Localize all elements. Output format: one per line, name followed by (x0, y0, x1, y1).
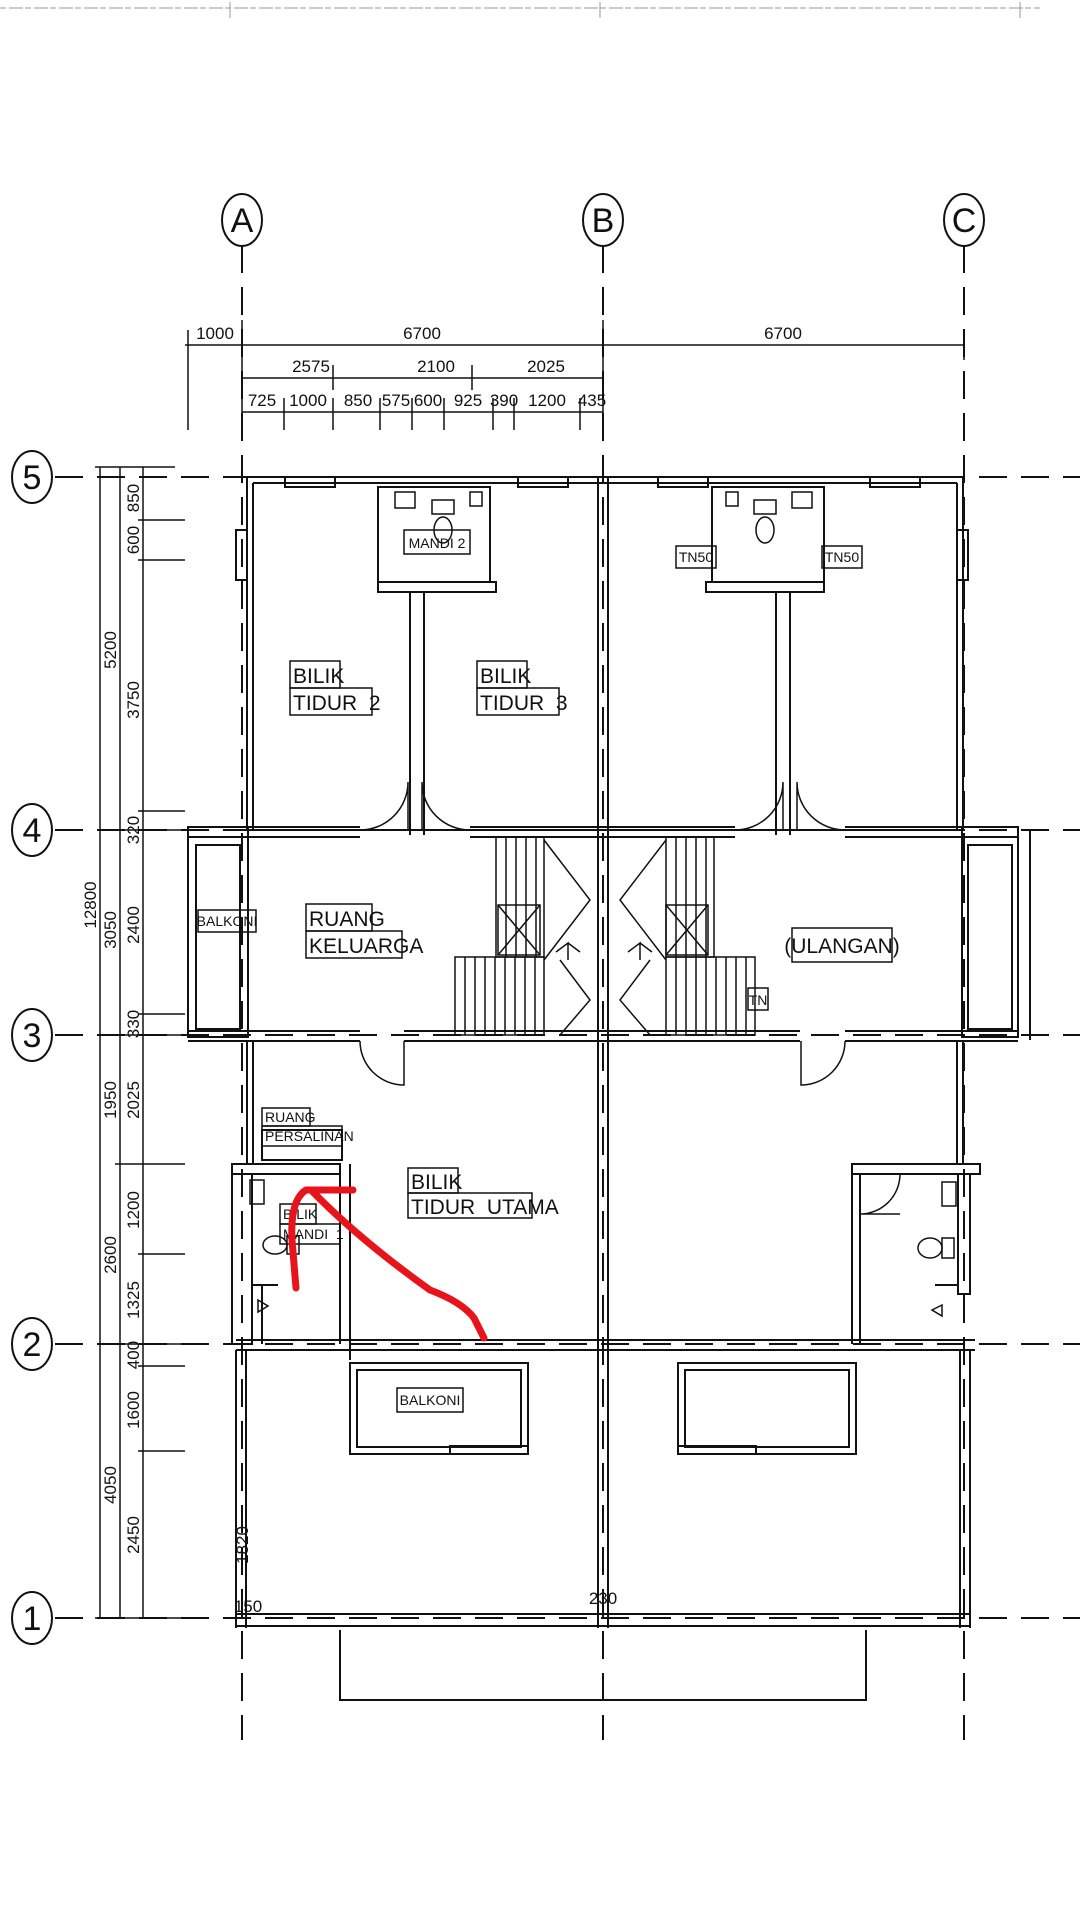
dim-top-600: 600 (414, 391, 442, 410)
dim-top-850: 850 (344, 391, 372, 410)
ruang-persalinan-label-line2: PERSALINAN (265, 1128, 354, 1144)
sink-icon-bath-right (941, 1181, 957, 1207)
toilet-icon-bath-right (917, 1237, 943, 1259)
dim-left-2025: 2025 (124, 1081, 143, 1119)
dim-top-1000b: 1000 (289, 391, 327, 410)
bilik-tidur-3-label-line2: TIDUR 3 (480, 692, 568, 715)
dim-top-925: 925 (454, 391, 482, 410)
dim-top-1000: 1000 (196, 324, 234, 343)
dimension-labels-top: 1000 6700 6700 2575 2100 2025 725 1000 8… (196, 324, 802, 410)
room-text: BILIK TIDUR 2 BILIK TIDUR 3 MANDI 2 TN50… (197, 535, 900, 1408)
scan-artifact-strip (0, 2, 1040, 18)
bilik-tidur-utama-label-line1: BILIK (411, 1171, 462, 1194)
grid-label-a: A (231, 202, 254, 240)
dim-top-435: 435 (578, 391, 606, 410)
dimension-labels-left: 12800 5200 3050 1950 2600 4050 850 600 3… (81, 484, 143, 1554)
bilik-tidur-3-label-line1: BILIK (480, 665, 531, 688)
toilet-icon-right (753, 499, 777, 515)
grid-labels: A B C 5 4 3 2 1 (23, 202, 977, 1638)
sanitary-fixtures (249, 491, 957, 1318)
bilik-tidur-2-label-line1: BILIK (293, 665, 344, 688)
dim-left-4050: 4050 (101, 1466, 120, 1504)
bilik-tidur-utama-label-line2: TIDUR UTAMA (411, 1196, 559, 1219)
dim-1820: 1820 (233, 1526, 252, 1564)
dim-230: 230 (589, 1589, 617, 1608)
dim-top-6700-a: 6700 (403, 324, 441, 343)
red-markup-long-stroke (309, 1188, 488, 1342)
dim-top-390: 390 (490, 391, 518, 410)
dim-top-2025: 2025 (527, 357, 565, 376)
sink-icon (394, 491, 416, 509)
dim-left-400: 400 (124, 1341, 143, 1369)
red-markup-annotation (288, 1186, 488, 1342)
dim-left-850: 850 (124, 484, 143, 512)
grid-label-4: 4 (23, 812, 42, 850)
ruang-keluarga-label-line1: RUANG (309, 908, 385, 931)
bilik-tidur-2-label-line2: TIDUR 2 (293, 692, 381, 715)
dim-left-2400: 2400 (124, 906, 143, 944)
tn50-left-label: TN50 (679, 549, 713, 565)
bilik-mandi-1-label-line2: MANDI 1 (283, 1226, 344, 1242)
dim-top-575: 575 (382, 391, 410, 410)
mandi-2-label: MANDI 2 (409, 535, 466, 551)
toilet-icon (431, 499, 455, 515)
grid-bubbles (11, 193, 985, 1645)
ulangan-label: (ULANGAN) (784, 935, 900, 958)
doors (359, 781, 901, 1215)
dim-left-1950: 1950 (101, 1081, 120, 1119)
dim-left-1200: 1200 (124, 1191, 143, 1229)
tn50-right-label: TN50 (825, 549, 859, 565)
dim-left-600: 600 (124, 526, 143, 554)
dim-top-2100: 2100 (417, 357, 455, 376)
balkoni-left-label: BALKONI (197, 913, 258, 929)
bilik-mandi-1-label-line1: BILIK (283, 1206, 318, 1222)
dim-left-1600: 1600 (124, 1391, 143, 1429)
grid-label-1: 1 (23, 1600, 42, 1638)
dim-top-725: 725 (248, 391, 276, 410)
dim-left-330: 330 (124, 1010, 143, 1038)
red-markup-short-stroke (288, 1186, 357, 1292)
dim-left-5200: 5200 (101, 631, 120, 669)
dim-left-2450: 2450 (124, 1516, 143, 1554)
room-labels (197, 529, 893, 1413)
grid-label-3: 3 (23, 1017, 42, 1055)
ruang-persalinan-label-line1: RUANG (265, 1109, 316, 1125)
staircase (454, 836, 756, 1036)
grid-lines (55, 245, 1080, 1740)
grid-label-c: C (952, 202, 977, 240)
ruang-keluarga-label-line2: KELUARGA (309, 935, 423, 958)
dimension-lines-top (185, 320, 965, 430)
dimension-lines-left (95, 466, 185, 1619)
dim-left-3050: 3050 (101, 911, 120, 949)
dim-top-2575: 2575 (292, 357, 330, 376)
tn-label: TN (749, 992, 768, 1008)
grid-label-2: 2 (23, 1326, 42, 1364)
balkoni-front-label: BALKONI (400, 1392, 461, 1408)
sink-icon-right (791, 491, 813, 509)
dim-left-12800: 12800 (81, 881, 100, 928)
dim-left-2600: 2600 (101, 1236, 120, 1274)
dim-top-6700-b: 6700 (764, 324, 802, 343)
dim-left-1325: 1325 (124, 1281, 143, 1319)
grid-label-b: B (592, 202, 615, 240)
dim-left-320: 320 (124, 816, 143, 844)
dim-left-3750: 3750 (124, 681, 143, 719)
grid-label-5: 5 (23, 459, 42, 497)
sink-icon-bath1 (249, 1179, 265, 1205)
misc-dimension-labels: 1820 150 230 (233, 1526, 617, 1616)
dim-top-1200: 1200 (528, 391, 566, 410)
dim-150: 150 (234, 1597, 262, 1616)
